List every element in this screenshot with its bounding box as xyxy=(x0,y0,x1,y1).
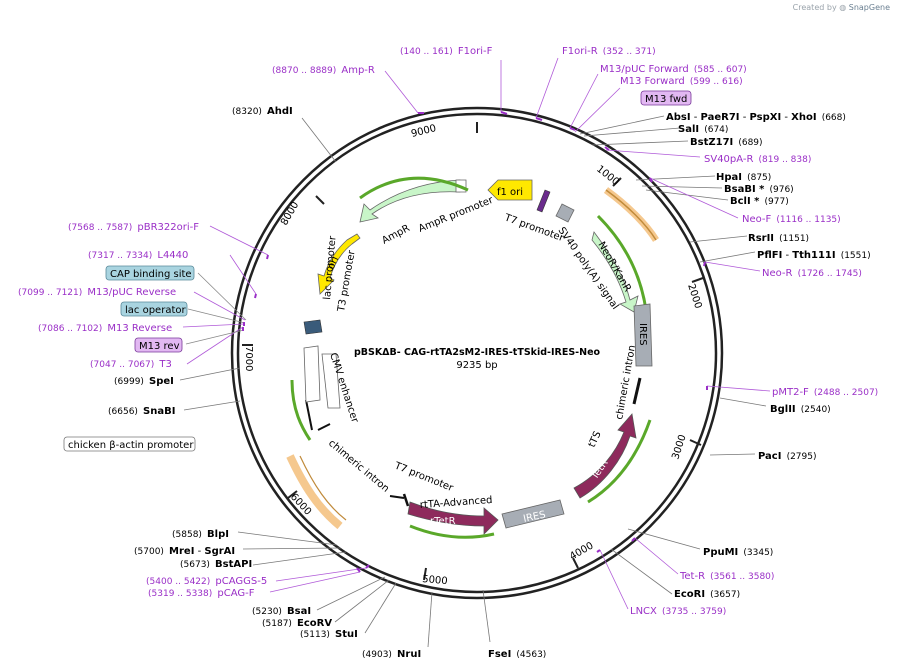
svg-text:(5319 .. 5338) pCAG-F: (5319 .. 5338) pCAG-F xyxy=(148,581,255,600)
svg-text:BstZ17I (689): BstZ17I (689) xyxy=(690,130,763,149)
feature-rtetr: rTetR rtTA-Advanced xyxy=(407,495,499,539)
feature-ori: ori xyxy=(317,233,361,295)
svg-text:rtTA-Advanced: rtTA-Advanced xyxy=(419,495,492,511)
svg-text:Neo-R (1726 .. 1745): Neo-R (1726 .. 1745) xyxy=(762,261,862,280)
plasmid-name: pBSKΔB- CAG-rtTA2sM2-IRES-tTSkid-IRES-Ne… xyxy=(354,347,601,358)
svg-text:(6999) SpeI: (6999) SpeI xyxy=(114,369,174,388)
feature-ires-2: IRES xyxy=(501,499,565,529)
tick-4000: 4000 xyxy=(568,540,596,562)
svg-text:f1 ori: f1 ori xyxy=(497,187,523,198)
feature-f1ori: f1 ori xyxy=(487,179,533,201)
svg-text:(7568 .. 7587) pBR322ori-F: (7568 .. 7587) pBR322ori-F xyxy=(68,215,199,234)
svg-text:IRES: IRES xyxy=(637,323,648,346)
svg-text:rTetR: rTetR xyxy=(430,516,456,527)
svg-text:(7317 .. 7334) L4440: (7317 .. 7334) L4440 xyxy=(88,243,188,262)
svg-text:SV40pA-R (819 .. 838): SV40pA-R (819 .. 838) xyxy=(704,147,811,166)
svg-text:(8320) AhdI: (8320) AhdI xyxy=(232,99,293,118)
svg-text:F1ori-R (352 .. 371): F1ori-R (352 .. 371) xyxy=(562,39,656,58)
feature-intron-top xyxy=(603,187,659,242)
feature-chimeric-intron-1: chimeric intron xyxy=(614,344,642,421)
ampr-label: AmpR xyxy=(380,223,412,247)
svg-text:chimeric intron: chimeric intron xyxy=(614,344,638,420)
svg-text:IRES: IRES xyxy=(522,509,546,524)
svg-text:Tet-R (3561 .. 3580): Tet-R (3561 .. 3580) xyxy=(679,564,774,583)
svg-text:M13 rev: M13 rev xyxy=(139,341,180,352)
feature-intron-bottom xyxy=(286,454,347,530)
m13-rev-box: M13 rev xyxy=(134,337,183,353)
svg-text:PflFI - Tth111I (1551): PflFI - Tth111I (1551) xyxy=(757,243,871,262)
cap-binding-site-box: CAP binding site xyxy=(105,265,195,281)
svg-text:LNCX (3735 .. 3759): LNCX (3735 .. 3759) xyxy=(630,599,726,618)
feature-ires: IRES xyxy=(633,303,653,367)
feature-chimeric-intron-2: chimeric intron xyxy=(326,438,391,495)
svg-text:lac operator: lac operator xyxy=(125,305,186,316)
site-labels: (8320) AhdI AbsI - PaeR7I - PspXI - XhoI… xyxy=(108,99,871,661)
tick-9000: 9000 xyxy=(410,123,437,140)
feature-tetr: TetR tTS xyxy=(573,413,652,504)
snapgene-logo-icon: ◍ xyxy=(839,3,847,12)
svg-text:PpuMI (3345): PpuMI (3345) xyxy=(703,540,773,559)
backbone-inner xyxy=(236,112,718,594)
created-by-snapgene: Created by ◍ SnapGene xyxy=(792,3,890,12)
svg-text:chicken β-actin promoter: chicken β-actin promoter xyxy=(68,440,194,451)
svg-text:(5187) EcoRV: (5187) EcoRV xyxy=(262,611,332,630)
svg-text:EcoRI (3657): EcoRI (3657) xyxy=(674,582,740,601)
tick-3000: 3000 xyxy=(670,433,688,461)
ampr-promoter-label: AmpR promoter xyxy=(417,194,496,234)
svg-text:M13 fwd: M13 fwd xyxy=(645,94,687,105)
m13-fwd-box: M13 fwd xyxy=(640,90,692,106)
svg-text:FseI (4563): FseI (4563) xyxy=(488,642,546,661)
svg-text:(5230) BsaI: (5230) BsaI xyxy=(252,599,311,618)
primer-marks xyxy=(242,111,708,573)
svg-text:AbsI - PaeR7I - PspXI - XhoI (: AbsI - PaeR7I - PspXI - XhoI (668) xyxy=(666,105,846,124)
svg-text:ori: ori xyxy=(326,255,341,271)
feature-ampr: AmpR promoter AmpR xyxy=(359,176,496,247)
svg-text:(140 .. 161) F1ori-F: (140 .. 161) F1ori-F xyxy=(400,39,493,58)
svg-text:(5858) BlpI: (5858) BlpI xyxy=(172,522,229,541)
svg-text:(7047 .. 7067) T3: (7047 .. 7067) T3 xyxy=(90,352,172,371)
svg-text:(7099 .. 7121) M13/pUC Reverse: (7099 .. 7121) M13/pUC Reverse xyxy=(18,280,176,299)
svg-text:(6656) SnaBI: (6656) SnaBI xyxy=(108,399,175,418)
svg-text:T7 promoter: T7 promoter xyxy=(502,212,566,244)
svg-text:chimeric intron: chimeric intron xyxy=(326,438,391,495)
primer-labels: (8870 .. 8889) Amp-R (140 .. 161) F1ori-… xyxy=(18,39,878,618)
svg-text:HpaI (875): HpaI (875) xyxy=(716,165,771,184)
ring-ticks xyxy=(242,122,704,581)
lac-operator-box: lac operator xyxy=(120,301,188,317)
tick-1000: 1000 xyxy=(594,164,621,188)
feature-cmv: CMV enhancer xyxy=(290,352,360,441)
svg-text:pMT2-F (2488 .. 2507): pMT2-F (2488 .. 2507) xyxy=(772,380,878,399)
svg-text:(5400 .. 5422) pCAGGS-5: (5400 .. 5422) pCAGGS-5 xyxy=(146,569,267,588)
svg-text:PacI (2795): PacI (2795) xyxy=(758,444,817,463)
primer-leaders xyxy=(182,57,771,610)
svg-text:(5700) MreI - SgrAI: (5700) MreI - SgrAI xyxy=(134,539,235,558)
chicken-beta-actin-promoter-box: chicken β-actin promoter xyxy=(63,436,196,452)
tick-5000: 5000 xyxy=(422,574,448,587)
svg-text:tTS: tTS xyxy=(587,430,604,450)
svg-text:Neo-F (1116 .. 1135): Neo-F (1116 .. 1135) xyxy=(742,207,841,226)
svg-text:(8870 .. 8889) Amp-R: (8870 .. 8889) Amp-R xyxy=(272,58,375,77)
svg-text:M13/pUC Forward (585 .. 607): M13/pUC Forward (585 .. 607) xyxy=(600,57,747,76)
tick-2000: 2000 xyxy=(685,283,703,311)
tick-7000: 7000 xyxy=(243,346,254,371)
svg-text:(5673) BstAPI: (5673) BstAPI xyxy=(180,552,252,571)
svg-text:BclI * (977): BclI * (977) xyxy=(730,189,789,208)
feature-neo: NeoR/KanR xyxy=(591,214,648,313)
svg-text:BglII (2540): BglII (2540) xyxy=(770,397,831,416)
svg-text:SalI (674): SalI (674) xyxy=(678,117,728,136)
backbone-outer xyxy=(230,106,724,600)
svg-text:BsaBI * (976): BsaBI * (976) xyxy=(724,177,794,196)
svg-text:(7086 .. 7102) M13 Reverse: (7086 .. 7102) M13 Reverse xyxy=(38,316,172,335)
svg-text:CAP binding site: CAP binding site xyxy=(110,269,192,280)
svg-text:(5113) StuI: (5113) StuI xyxy=(300,622,358,641)
svg-text:T7 promoter: T7 promoter xyxy=(392,460,455,494)
svg-text:M13 Forward (599 .. 616): M13 Forward (599 .. 616) xyxy=(620,69,743,88)
site-leaders xyxy=(179,115,767,648)
svg-text:(4903) NruI: (4903) NruI xyxy=(362,642,421,661)
plasmid-size: 9235 bp xyxy=(456,360,497,371)
svg-text:RsrII (1151): RsrII (1151) xyxy=(748,226,809,245)
